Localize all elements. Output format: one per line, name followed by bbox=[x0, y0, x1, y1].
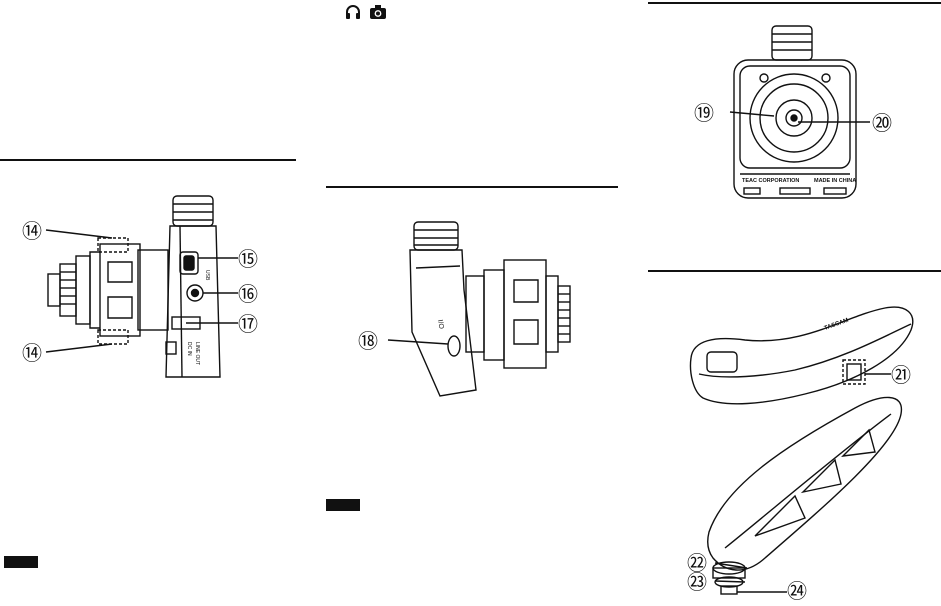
section-rule-middle bbox=[326, 186, 618, 188]
section-rule-left bbox=[0, 159, 296, 161]
device-label-io: I/O bbox=[436, 319, 445, 330]
figure-left-side-view: USB DC IN LINE OUT ⑭ ⑭ ⑮ ⑯ ⑰ bbox=[22, 195, 258, 378]
callout-23: ㉓ bbox=[687, 571, 707, 594]
device-label-tascam: TASCAM bbox=[824, 318, 850, 332]
figure-middle-side-view: I/O ⑱ bbox=[358, 221, 571, 397]
device-label-line-out: LINE OUT bbox=[194, 342, 200, 365]
device-label-made-in: MADE IN CHINA bbox=[814, 178, 856, 184]
section-rule-right-top bbox=[648, 2, 941, 4]
callout-17: ⑰ bbox=[238, 313, 258, 336]
device-label-dc-in: DC IN bbox=[186, 342, 192, 356]
section-rule-right-bottom bbox=[648, 270, 941, 272]
note-tag-left bbox=[4, 556, 38, 568]
note-tag-middle bbox=[326, 499, 360, 511]
camera-icon bbox=[370, 5, 386, 19]
device-label-usb: USB bbox=[204, 270, 210, 281]
callout-22: ㉒ bbox=[687, 552, 707, 575]
callout-14-bottom: ⑭ bbox=[22, 342, 42, 365]
callout-14-top: ⑭ bbox=[22, 220, 42, 243]
callout-21: ㉑ bbox=[891, 364, 911, 387]
header-icons bbox=[345, 4, 387, 20]
figure-right-grip-view: TASCAM ㉑ ㉒ ㉓ ㉔ bbox=[687, 306, 914, 603]
figure-right-rear-view: TEAC CORPORATION MADE IN CHINA ⑲ ⑳ bbox=[694, 25, 892, 199]
callout-24: ㉔ bbox=[787, 580, 807, 603]
device-label-teac: TEAC CORPORATION bbox=[742, 178, 799, 184]
callout-15: ⑮ bbox=[238, 248, 258, 271]
headphones-icon bbox=[346, 5, 360, 19]
callout-16: ⑯ bbox=[238, 283, 258, 306]
callout-20: ⑳ bbox=[872, 112, 892, 135]
callout-19: ⑲ bbox=[694, 102, 714, 125]
callout-18: ⑱ bbox=[358, 330, 378, 353]
